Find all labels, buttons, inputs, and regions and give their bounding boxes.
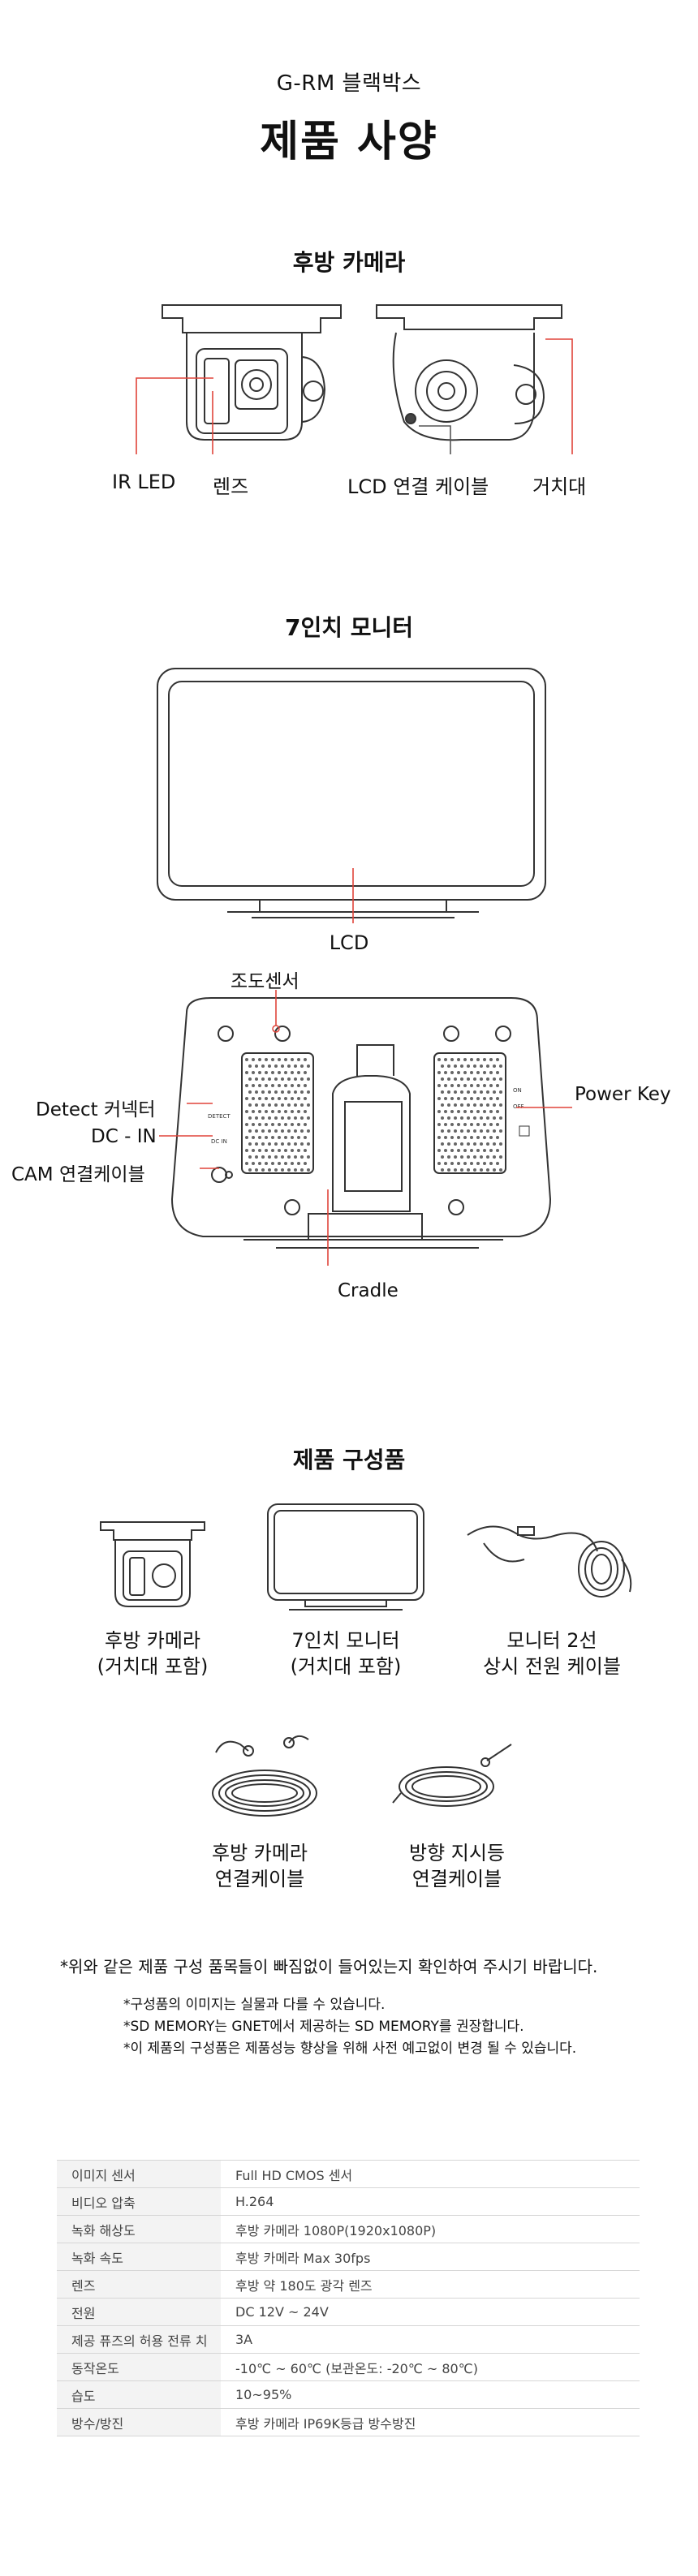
spec-value: H.264 <box>221 2187 640 2216</box>
spec-key: 녹화 해상도 <box>57 2215 221 2243</box>
spec-value: 후방 카메라 IP69K등급 방수방진 <box>221 2408 640 2436</box>
device-dcin-mark: DC IN <box>211 1138 227 1145</box>
device-off-mark: OFF <box>513 1103 524 1110</box>
spec-key: 방수/방진 <box>57 2408 221 2436</box>
page-subtitle: G-RM 블랙박스 <box>276 71 422 96</box>
component-turn-signal-cable-line2: 연결케이블 <box>411 1868 502 1890</box>
spec-key: 녹화 속도 <box>57 2243 221 2271</box>
spec-value: DC 12V ~ 24V <box>221 2298 640 2326</box>
lens-label: 렌즈 <box>213 475 249 498</box>
illum-sensor-label: 조도센서 <box>231 971 299 992</box>
spec-value: -10℃ ~ 60℃ (보관온도: -20℃ ~ 80℃) <box>221 2353 640 2381</box>
component-camera-cable-line1: 후방 카메라 <box>211 1842 308 1864</box>
spec-key: 전원 <box>57 2298 221 2326</box>
power-key-label: Power Key <box>575 1084 671 1105</box>
page-title: 제품 사양 <box>260 118 438 166</box>
spec-value: Full HD CMOS 센서 <box>221 2160 640 2188</box>
component-rear-camera-image <box>100 1521 205 1607</box>
component-monitor-line2: (거치대 포함) <box>290 1655 402 1678</box>
notes-list: *구성품의 이미지는 실물과 다를 수 있습니다. *SD MEMORY는 GN… <box>123 1994 675 2060</box>
rear-camera-side-illustration <box>376 304 562 441</box>
component-monitor-image <box>267 1503 424 1611</box>
mount-label: 거치대 <box>532 475 587 498</box>
cam-cable-label: CAM 연결케이블 <box>11 1164 145 1185</box>
rear-camera-heading: 후방 카메라 <box>292 249 406 276</box>
spec-value: 후방 카메라 Max 30fps <box>221 2243 640 2271</box>
spec-value: 3A <box>221 2325 640 2354</box>
component-power-cable-image <box>467 1525 632 1598</box>
component-rear-camera-line1: 후방 카메라 <box>104 1629 201 1652</box>
component-item: 7인치 모니터 (거치대 포함) <box>281 1628 411 1679</box>
detect-connector-label: Detect 커넥터 <box>36 1099 156 1120</box>
component-power-cable-line2: 상시 전원 케이블 <box>483 1655 621 1678</box>
lcd-label: LCD <box>329 931 369 954</box>
components-heading: 제품 구성품 <box>292 1447 406 1473</box>
dc-in-label: DC - IN <box>91 1126 157 1147</box>
note-item: *구성품의 이미지는 실물과 다를 수 있습니다. <box>123 1997 386 2013</box>
component-turn-signal-cable-line1: 방향 지시등 <box>408 1842 506 1864</box>
component-rear-camera-line2: (거치대 포함) <box>97 1655 209 1678</box>
rear-camera-front-illustration <box>162 304 342 441</box>
component-item: 방향 지시등 연결케이블 <box>388 1840 526 1892</box>
device-detect-mark: DETECT <box>208 1113 231 1120</box>
cradle-label: Cradle <box>338 1280 399 1301</box>
component-turn-signal-cable-image <box>392 1744 512 1807</box>
note-item: *이 제품의 구성품은 제품성능 향상을 위해 사전 예고없이 변경 될 수 있… <box>123 2041 577 2057</box>
lcd-cable-label: LCD 연결 케이블 <box>347 475 489 498</box>
rear-camera-callout-lines <box>136 338 573 454</box>
spec-key: 동작온도 <box>57 2353 221 2381</box>
spec-key: 이미지 센서 <box>57 2160 221 2188</box>
ir-led-label: IR LED <box>112 471 176 493</box>
spec-value: 후방 약 180도 광각 렌즈 <box>221 2270 640 2299</box>
table-row: 동작온도-10℃ ~ 60℃ (보관온도: -20℃ ~ 80℃) <box>57 2353 640 2381</box>
monitor-front-illustration <box>157 668 546 923</box>
component-camera-cable-image <box>212 1735 317 1817</box>
spec-key: 비디오 압축 <box>57 2187 221 2216</box>
monitor-heading: 7인치 모니터 <box>284 614 414 641</box>
component-item: 모니터 2선 상시 전원 케이블 <box>471 1628 633 1679</box>
monitor-back-callouts <box>159 990 572 1266</box>
component-power-cable-line1: 모니터 2선 <box>506 1629 597 1652</box>
component-item: 후방 카메라 (거치대 포함) <box>88 1628 218 1679</box>
monitor-back-illustration: DETECT DC IN ON OFF <box>170 997 552 1249</box>
component-camera-cable-line2: 연결케이블 <box>214 1868 305 1890</box>
device-on-mark: ON <box>513 1087 522 1094</box>
spec-key: 제공 퓨즈의 허용 전류 치 <box>57 2325 221 2354</box>
spec-key: 습도 <box>57 2380 221 2409</box>
spec-key: 렌즈 <box>57 2270 221 2299</box>
component-item: 후방 카메라 연결케이블 <box>195 1840 325 1892</box>
component-check-notice: *위와 같은 제품 구성 품목들이 빠짐없이 들어있는지 확인하여 주시기 바랍… <box>60 1957 598 1976</box>
note-item: *SD MEMORY는 GNET에서 제공하는 SD MEMORY를 권장합니다… <box>123 2019 524 2035</box>
spec-value: 후방 카메라 1080P(1920x1080P) <box>221 2215 640 2243</box>
spec-value: 10~95% <box>221 2380 640 2409</box>
component-monitor-line1: 7인치 모니터 <box>291 1629 400 1652</box>
